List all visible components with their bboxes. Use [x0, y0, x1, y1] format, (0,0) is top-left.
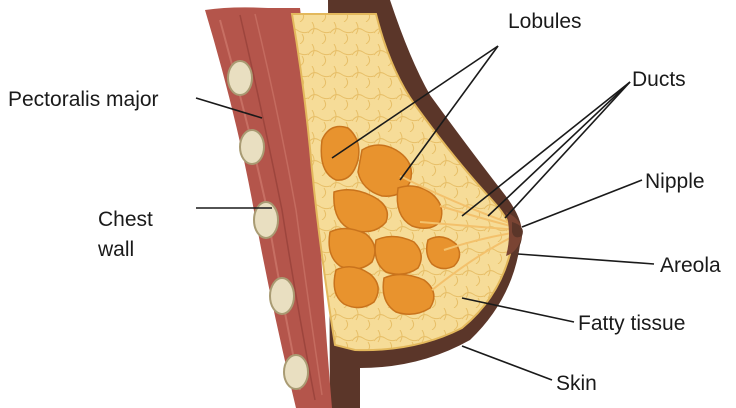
rib	[270, 278, 294, 314]
rib	[240, 130, 264, 164]
label-chest-wall-line2: wall	[97, 238, 134, 261]
rib	[228, 61, 252, 95]
label-areola: Areola	[660, 254, 721, 277]
nipple	[512, 222, 523, 237]
label-skin: Skin	[556, 372, 597, 395]
label-ducts: Ducts	[632, 68, 686, 91]
label-nipple: Nipple	[645, 170, 705, 193]
label-lobules: Lobules	[508, 10, 582, 33]
label-pectoralis-major: Pectoralis major	[8, 88, 159, 111]
rib	[284, 355, 308, 389]
label-chest-wall-line1: Chest	[98, 208, 153, 231]
label-fatty-tissue: Fatty tissue	[578, 312, 685, 335]
lobule	[375, 236, 421, 274]
